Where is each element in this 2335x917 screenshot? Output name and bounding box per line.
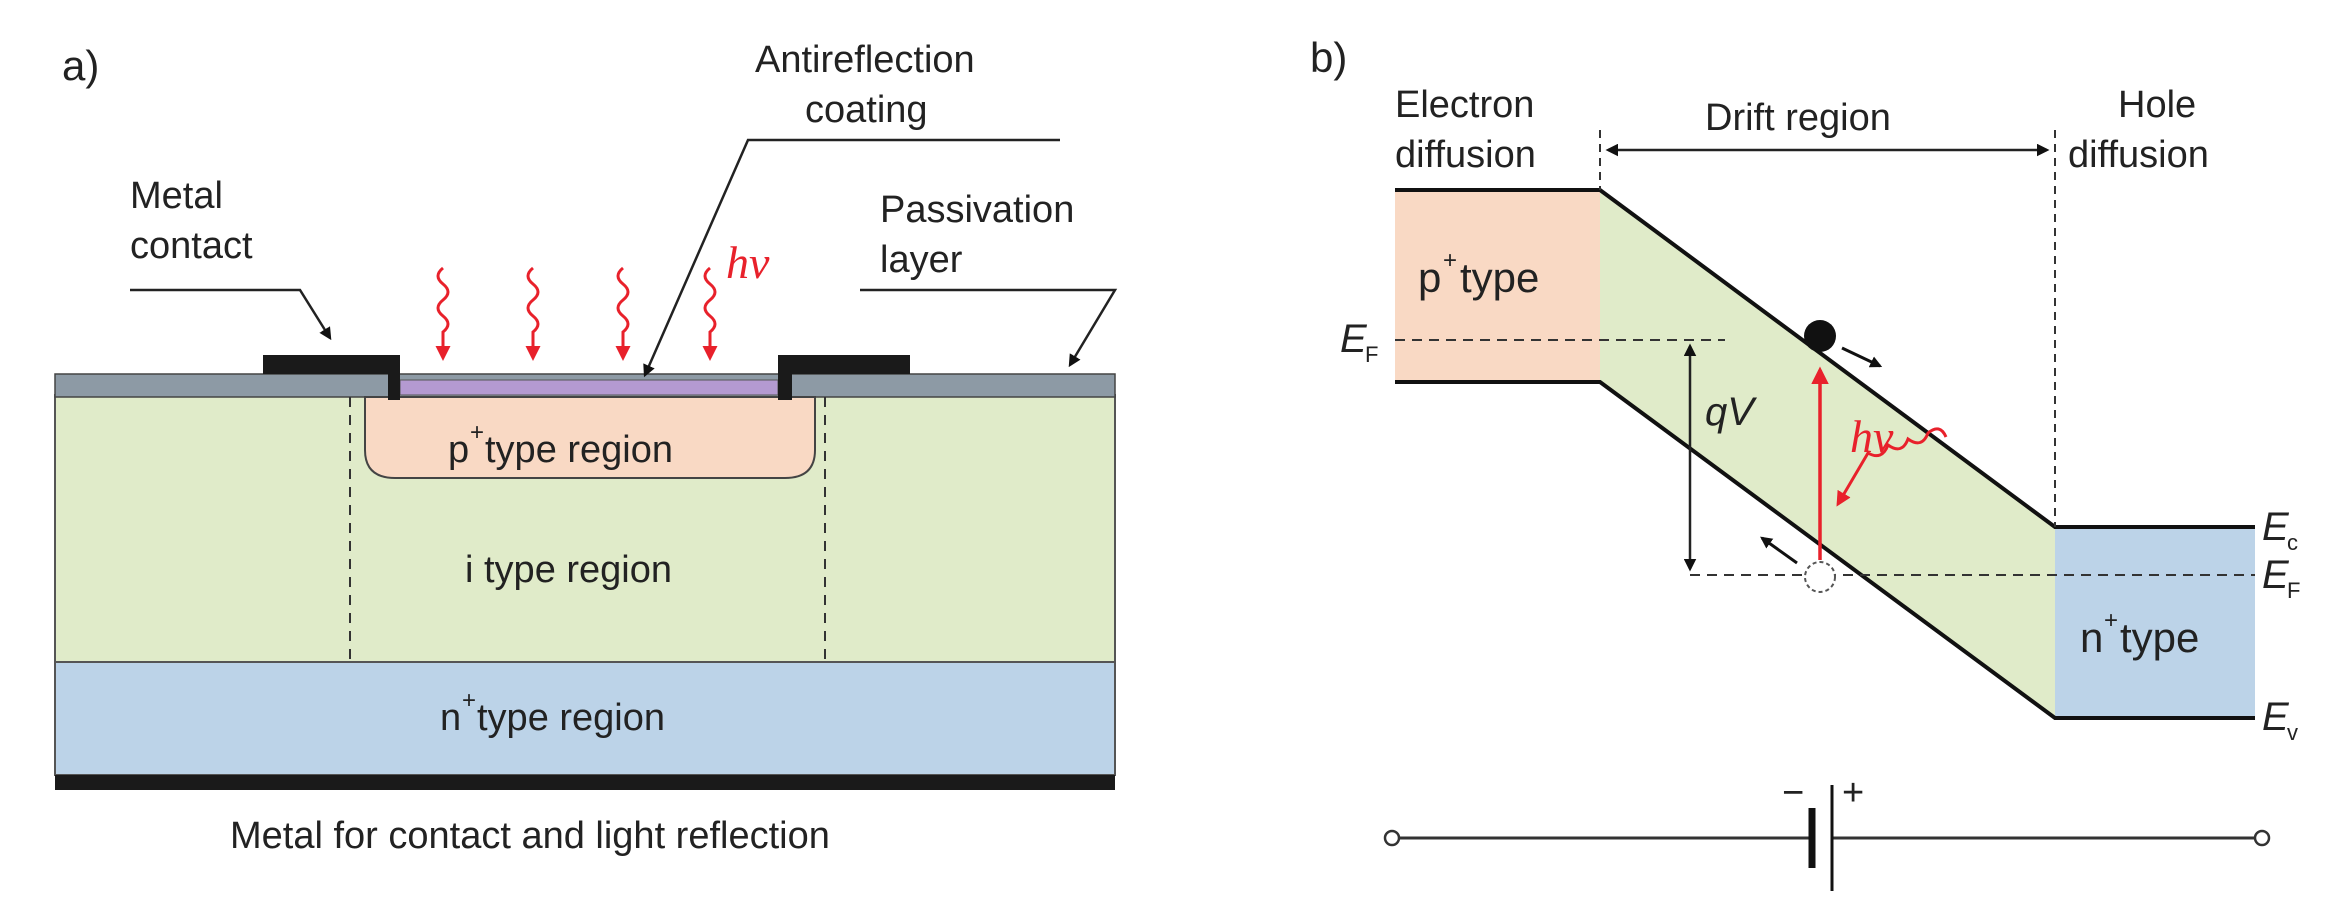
p-type-region: [364, 396, 816, 479]
i-region-label: i type region: [465, 549, 672, 591]
qv-label: qV: [1705, 390, 1757, 434]
antireflection-label-line2: coating: [805, 89, 928, 131]
panel-a: a) hv Metal contact A: [54, 39, 1118, 857]
n-region-label-main: n: [440, 697, 461, 739]
antireflection-coating: [399, 379, 779, 396]
panel-b: b) qV hv Electron diffusion D: [1310, 34, 2300, 891]
antireflection-leader: [643, 138, 1060, 378]
panel-b-label: b): [1310, 34, 1347, 81]
p-type-band-region: [1395, 190, 1600, 382]
metal-contact-leader: [130, 288, 332, 341]
p-region-label-main: p: [448, 429, 469, 471]
bottom-metal-caption: Metal for contact and light reflection: [230, 815, 830, 857]
drift-band-region: [1600, 190, 2055, 718]
battery-plus-label: +: [1842, 772, 1864, 814]
n-type-layer: [54, 661, 1116, 776]
electron-diffusion-line2: diffusion: [1395, 134, 1536, 176]
photon-arrow-3: [615, 266, 631, 361]
p-type-label-main: p: [1418, 254, 1441, 301]
photon-arrow-b: [1836, 427, 1948, 507]
ec-label: E: [2262, 505, 2290, 549]
metal-contact-label-line2: contact: [130, 225, 253, 267]
n-region-label-sup: +: [462, 687, 476, 714]
bottom-metal: [55, 775, 1115, 790]
passivation-label-line2: layer: [880, 239, 963, 281]
hole-diffusion-line2: diffusion: [2068, 134, 2209, 176]
passivation-leader: [860, 288, 1118, 368]
bias-circuit: − +: [1383, 772, 2271, 891]
hole-arrow: [1760, 536, 1798, 565]
p-type-label-sup: +: [1443, 247, 1457, 274]
electron-diffusion-line1: Electron: [1395, 84, 1534, 126]
ev-label: E: [2262, 695, 2290, 739]
p-region-label-rest: type region: [485, 429, 673, 471]
ef-left-label: E: [1340, 317, 1368, 361]
ev-sub: v: [2287, 720, 2298, 745]
metal-contact-left: [263, 355, 400, 400]
electron: [1804, 320, 1836, 352]
photon-label-b: hv: [1850, 411, 1894, 462]
terminal-right: [2253, 829, 2271, 847]
n-type-label-sup: +: [2104, 607, 2118, 634]
panel-a-label: a): [62, 42, 99, 89]
conduction-band-edge: [1395, 188, 2255, 529]
n-type-label-main: n: [2080, 614, 2103, 661]
n-type-band-region: [2055, 527, 2255, 718]
antireflection-label-line1: Antireflection: [755, 39, 975, 81]
ef-right-label: E: [2262, 553, 2290, 597]
passivation-label-line1: Passivation: [880, 189, 1074, 231]
ef-right-sub: F: [2287, 578, 2300, 603]
electron-arrow: [1841, 346, 1883, 368]
n-region-label-rest: type region: [477, 697, 665, 739]
battery-minus-label: −: [1782, 772, 1804, 814]
ef-left-sub: F: [1365, 342, 1378, 367]
drift-region-label: Drift region: [1705, 97, 1891, 139]
metal-contact-label-line1: Metal: [130, 175, 223, 217]
photon-label-a: hv: [726, 237, 770, 288]
valence-band-edge: [1395, 380, 2255, 720]
photon-arrows: [435, 266, 718, 361]
hole: [1804, 561, 1836, 593]
p-region-label-sup: +: [470, 419, 484, 446]
metal-contact-right: [778, 355, 910, 400]
photon-arrow-1: [435, 266, 451, 361]
hole-diffusion-line1: Hole: [2118, 84, 2196, 126]
ec-sub: c: [2287, 530, 2298, 555]
photon-arrow-4: [702, 266, 718, 361]
terminal-left: [1383, 829, 1401, 847]
n-type-label-rest: type: [2120, 614, 2199, 661]
p-type-label-rest: type: [1460, 254, 1539, 301]
photon-arrow-2: [525, 266, 541, 361]
